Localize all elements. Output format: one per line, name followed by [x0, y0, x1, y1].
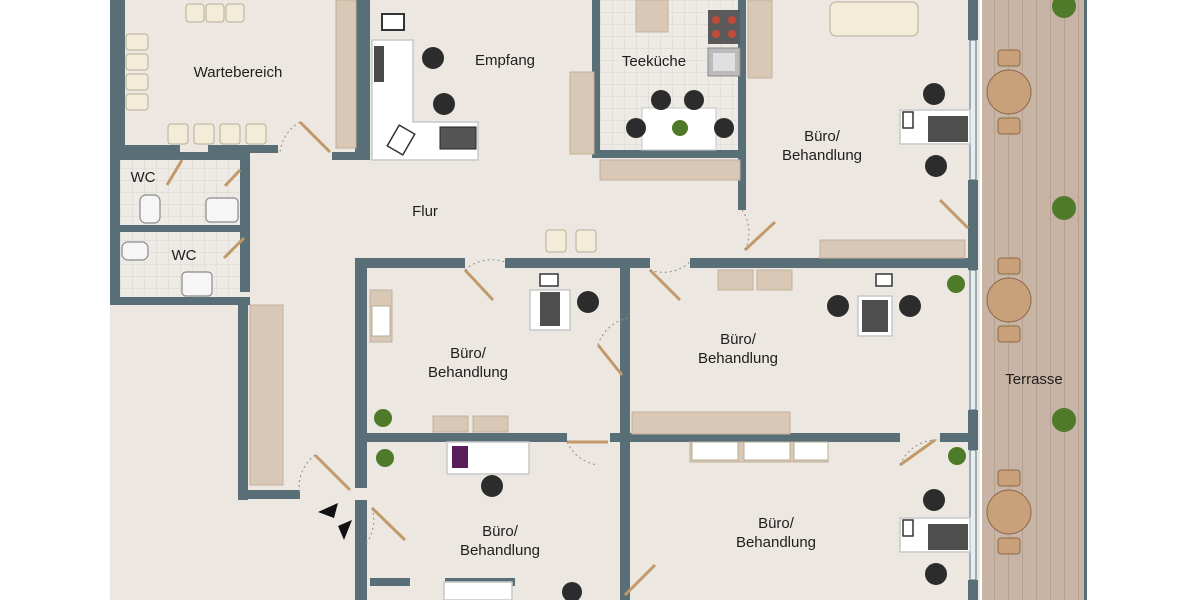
chair-icon — [925, 155, 947, 177]
label-office-low-right-line2: Behandlung — [736, 534, 816, 551]
label-teekueche: Teeküche — [622, 53, 686, 70]
window-glazing — [969, 39, 977, 581]
plant-icon — [948, 447, 966, 465]
chair-icon — [684, 90, 704, 110]
wc-fixtures — [121, 194, 239, 297]
toilet-icon — [121, 241, 149, 261]
plant-icon — [374, 409, 392, 427]
purple-folder — [452, 446, 468, 468]
sink-icon — [205, 197, 239, 223]
chair-icon — [923, 83, 945, 105]
plant-icon — [1052, 0, 1076, 18]
chair-icon — [577, 291, 599, 313]
label-office-mid-right-line1: Büro/ — [720, 331, 757, 348]
desk-monitors — [540, 116, 968, 550]
plant-icon — [376, 449, 394, 467]
label-flur: Flur — [412, 203, 438, 220]
waiting-chairs — [125, 1, 919, 253]
chair-icon — [925, 563, 947, 585]
chair-icon — [827, 295, 849, 317]
laptop-icons — [539, 111, 914, 537]
walls — [110, 0, 1087, 600]
label-office-mid-left-line1: Büro/ — [450, 345, 487, 362]
bookshelves — [371, 305, 829, 461]
label-wartebereich: Wartebereich — [194, 64, 283, 81]
kitchen — [641, 10, 741, 151]
chair-icon — [422, 47, 444, 69]
monitor-icon — [374, 46, 384, 82]
plant-icon — [672, 120, 688, 136]
label-wc-top: WC — [131, 169, 156, 186]
label-terrasse: Terrasse — [1005, 371, 1063, 388]
chair-icon — [714, 118, 734, 138]
plant-icon — [1052, 196, 1076, 220]
room-labels: Wartebereich Empfang Teeküche WC WC Flur… — [131, 52, 1063, 559]
plant-icon — [1052, 408, 1076, 432]
chair-icon — [433, 93, 455, 115]
monitor-icon — [439, 126, 477, 150]
chair-icon — [923, 489, 945, 511]
chair-icon — [562, 582, 582, 600]
label-office-low-left-line1: Büro/ — [482, 523, 519, 540]
label-office-low-left-line2: Behandlung — [460, 542, 540, 559]
label-wc-bottom: WC — [172, 247, 197, 264]
plants — [374, 0, 1076, 467]
label-office-low-right-line1: Büro/ — [758, 515, 795, 532]
monitor-icon — [381, 13, 405, 31]
terrace-tables — [986, 49, 1032, 555]
reception-desk — [371, 13, 479, 161]
toilet-icon — [139, 194, 161, 224]
sink-icon — [181, 271, 213, 297]
label-office-mid-right-line2: Behandlung — [698, 350, 778, 367]
office-chairs — [422, 47, 947, 600]
chair-icon — [481, 475, 503, 497]
door-swings — [279, 121, 941, 546]
chair-icon — [626, 118, 646, 138]
label-empfang: Empfang — [475, 52, 535, 69]
entrance-arrow-icon — [318, 503, 352, 540]
doors — [165, 120, 970, 597]
label-office-ne-line2: Behandlung — [782, 147, 862, 164]
plant-icon — [947, 275, 965, 293]
chair-icon — [899, 295, 921, 317]
stove-icon — [708, 10, 740, 44]
label-office-ne-line1: Büro/ — [804, 128, 841, 145]
label-office-mid-left-line2: Behandlung — [428, 364, 508, 381]
chair-icon — [651, 90, 671, 110]
